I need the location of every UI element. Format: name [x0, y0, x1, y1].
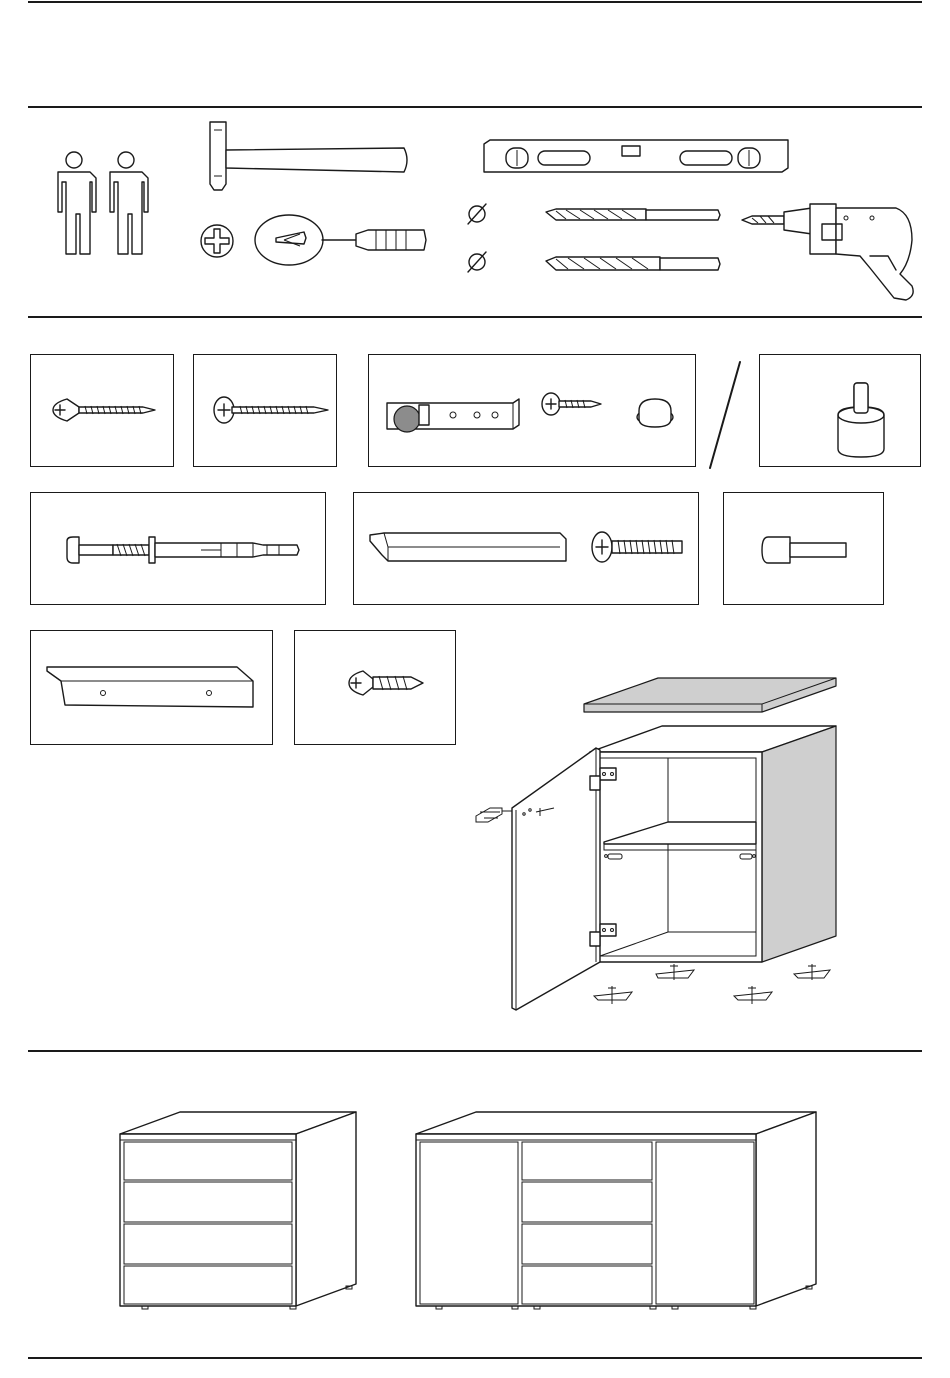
person-icon — [110, 152, 148, 254]
separator-slash — [710, 362, 740, 468]
cabinet-carcass — [590, 726, 836, 962]
wall-anchor-icon — [67, 537, 299, 563]
hinge-icon — [590, 924, 616, 946]
sideboard-illustration — [416, 1112, 816, 1309]
hinge-plate-icon — [387, 399, 519, 432]
pan-head-screw-icon — [214, 397, 328, 423]
tools-bottom-rule — [28, 316, 922, 318]
cabinet-door — [512, 748, 600, 1010]
drill-bit-icon — [546, 209, 720, 220]
person-icon — [58, 152, 96, 254]
screwdriver-icon — [255, 215, 426, 265]
hardware-box-short-screw — [294, 630, 456, 745]
phillips-head-icon — [201, 225, 233, 257]
hardware-box-leveling-foot — [759, 354, 921, 467]
top-panel — [584, 678, 836, 712]
hardware-box-countersunk-screw — [30, 354, 174, 467]
diameter-icon — [468, 204, 486, 224]
handle-insert-icon — [476, 808, 512, 822]
diameter-icon — [468, 252, 486, 272]
hardware-box-angle-bracket — [30, 630, 273, 745]
variants-section — [0, 1050, 950, 1357]
leveling-foot-marker — [656, 964, 694, 980]
leveling-foot-marker — [594, 986, 632, 1004]
hammer-icon — [210, 122, 407, 190]
handle-profile-icon — [370, 533, 566, 561]
leveling-foot-icon — [838, 383, 884, 457]
leveling-foot-marker — [734, 986, 772, 1004]
hinge-icon — [590, 768, 616, 790]
hinge-screw-icon — [542, 393, 601, 415]
countersunk-screw-icon — [53, 399, 155, 421]
angle-bracket-icon — [47, 667, 253, 707]
machine-screw-icon — [592, 532, 682, 562]
hardware-box-handle-profile — [353, 492, 699, 605]
hardware-box-hinge-kit — [368, 354, 696, 467]
tools-section — [0, 0, 950, 316]
drawer-chest-illustration — [120, 1112, 356, 1309]
shelf-pin-icon — [762, 537, 846, 563]
spirit-level-icon — [484, 140, 788, 172]
drill-bit-icon — [546, 257, 720, 270]
hardware-box-shelf-pin — [723, 492, 884, 605]
leveling-foot-marker — [794, 964, 830, 980]
hardware-box-pan-screw — [193, 354, 337, 467]
cover-cap-icon — [637, 399, 673, 427]
power-drill-icon — [742, 204, 913, 300]
bottom-rule — [28, 1357, 922, 1359]
short-screw-icon — [349, 671, 423, 695]
hardware-box-wall-anchor — [30, 492, 326, 605]
